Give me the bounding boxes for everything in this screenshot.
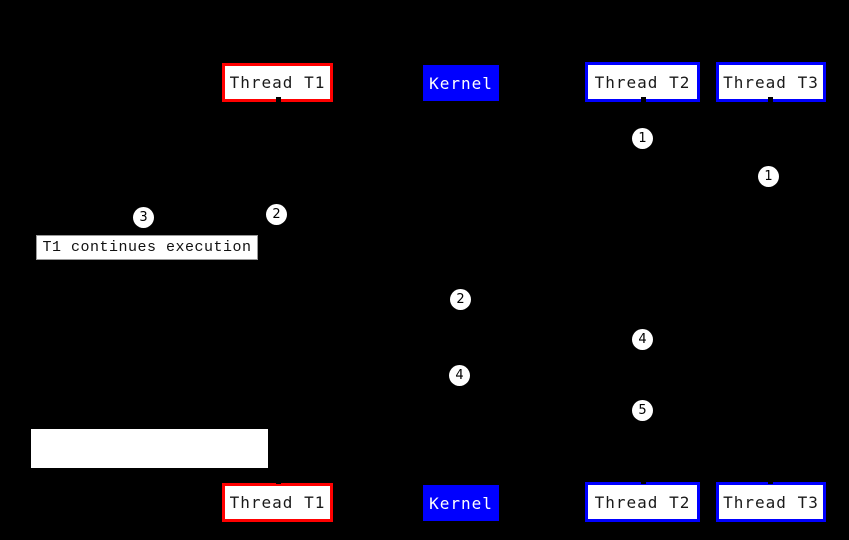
step-marker-1-thread-t3: 1 [758, 166, 779, 187]
step-marker-3-left: 3 [133, 207, 154, 228]
lifeline-stub-t1-top [276, 97, 281, 104]
step-marker-2-thread-t1: 2 [266, 204, 287, 225]
actor-box-thread-t2-bottom: Thread T2 [585, 482, 700, 522]
actor-box-thread-t1-top: Thread T1 [222, 63, 333, 102]
step-marker-2-kernel: 2 [450, 289, 471, 310]
actor-box-kernel-bottom: Kernel [423, 485, 499, 521]
lifeline-stub-t2-top [641, 97, 646, 104]
actor-box-kernel-top: Kernel [423, 65, 499, 101]
actor-box-thread-t2-top: Thread T2 [585, 62, 700, 102]
lifeline-stub-t1-bottom [276, 476, 281, 484]
step-marker-4-thread-t2: 4 [632, 329, 653, 350]
actor-box-thread-t3-bottom: Thread T3 [716, 482, 826, 522]
blank-white-note-box [31, 429, 268, 468]
lifeline-stub-t3-top [768, 97, 773, 104]
step-marker-5-thread-t2: 5 [632, 400, 653, 421]
step-marker-1-thread-t2: 1 [632, 128, 653, 149]
lifeline-stub-t3-bottom [768, 476, 773, 484]
actor-box-thread-t1-bottom: Thread T1 [222, 483, 333, 522]
step-marker-4-kernel: 4 [449, 365, 470, 386]
note-t1-continues-execution: T1 continues execution [36, 235, 258, 260]
lifeline-stub-t2-bottom [641, 476, 646, 484]
actor-box-thread-t3-top: Thread T3 [716, 62, 826, 102]
